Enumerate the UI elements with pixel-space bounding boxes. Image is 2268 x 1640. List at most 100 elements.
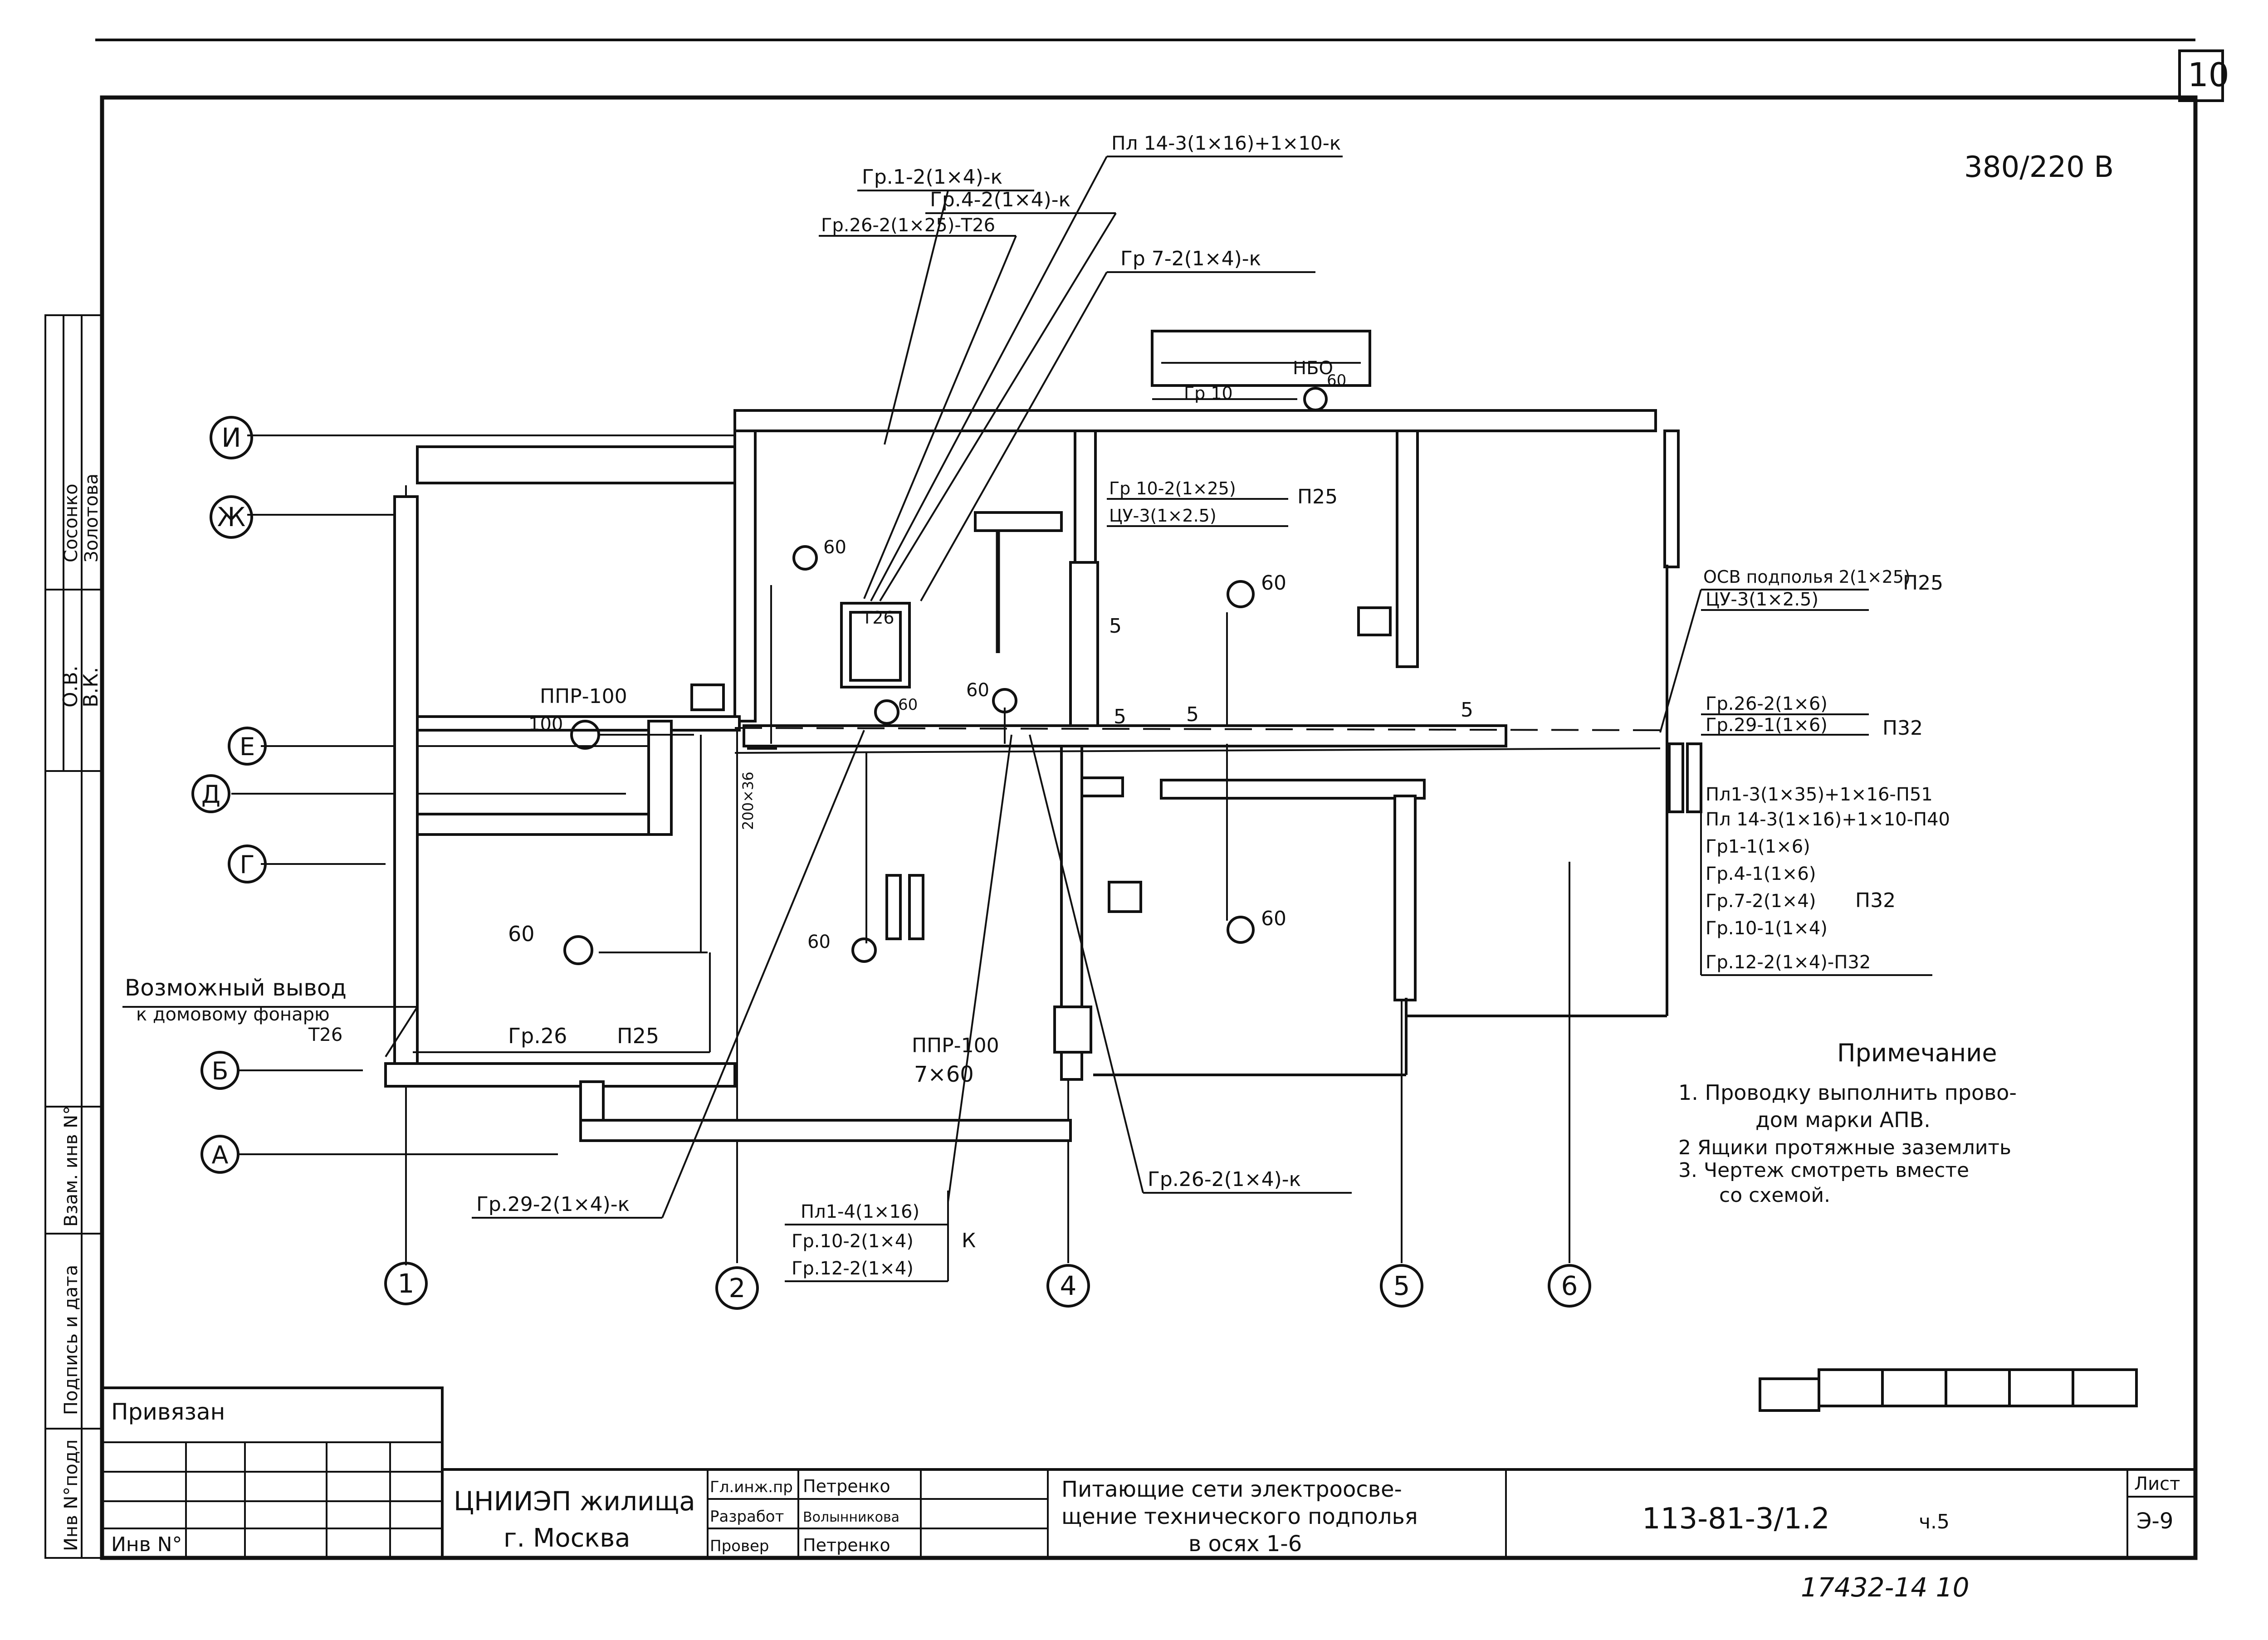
- label-gr12-2: Гр.12-2(1×4)-П32: [1706, 952, 1871, 973]
- axis-row-i: И: [221, 422, 241, 453]
- label-100: 100: [528, 714, 563, 735]
- label-5-b: 5: [1114, 705, 1126, 728]
- label-gr1-2: Гр.1-2(1×4)-к: [862, 166, 1002, 189]
- label-ppr100-b: ППР-100: [912, 1034, 999, 1057]
- axis-col-2: 2: [729, 1273, 746, 1303]
- sheet-number: 10: [2188, 56, 2229, 94]
- label-60-c: 60: [898, 696, 918, 714]
- stamp-label-sign: Подпись и дата: [61, 1265, 82, 1415]
- note-1a: 1. Проводку выполнить прово-: [1678, 1080, 2017, 1105]
- axis-row-b: Б: [211, 1057, 228, 1085]
- tb-org-line1: ЦНИИЭП жилища: [454, 1486, 695, 1517]
- tb-list-value: Э-9: [2136, 1508, 2173, 1534]
- tb-org-line2: г. Москва: [503, 1523, 631, 1553]
- tb-title-line3: в осях 1-6: [1188, 1531, 1302, 1557]
- axis-bubbles: [191, 416, 1591, 1310]
- label-gr29-2: Гр.29-2(1×4)-к: [476, 1193, 630, 1216]
- label-nbo: НБО: [1293, 358, 1333, 379]
- tb-list-label: Лист: [2134, 1474, 2180, 1494]
- label-t26-b: Т26: [308, 1025, 342, 1045]
- stamp-name-2: В.К.: [79, 667, 103, 708]
- notes-title: Примечание: [1837, 1039, 1997, 1067]
- stamp-label-inv: Инв N°подл: [61, 1440, 82, 1551]
- stamp-name-1: О.В.: [59, 665, 82, 708]
- label-pl1-3: Пл1-3(1×35)+1×16-П51: [1706, 784, 1933, 805]
- label-60-f: 60: [1261, 571, 1286, 595]
- label-gr29-1: Гр.29-1(1×6): [1706, 715, 1828, 736]
- label-gr4-2: Гр.4-2(1×4)-к: [930, 188, 1070, 211]
- label-60-a: 60: [508, 922, 535, 946]
- tb-privyazan: Привязан: [111, 1399, 225, 1425]
- label-gr10-2: Гр 10-2(1×25): [1109, 478, 1236, 498]
- label-gr10-1: Гр.10-1(1×4): [1706, 918, 1828, 939]
- label-fonar: к домовому фонарю: [136, 1004, 330, 1025]
- axis-row-a: А: [212, 1141, 229, 1169]
- axis-row-zh: Ж: [217, 502, 245, 532]
- axis-row-g: Г: [240, 850, 255, 879]
- label-60-b: 60: [823, 537, 846, 558]
- voltage-label: 380/220 В: [1964, 151, 2114, 184]
- label-p32-a: П32: [1882, 717, 1923, 740]
- label-ppr100: ППР-100: [540, 685, 627, 708]
- label-gr26: Гр.26: [508, 1024, 567, 1048]
- tb-person-3: Петренко: [803, 1535, 890, 1555]
- lamp-symbols: [563, 387, 1328, 965]
- label-60-g: 60: [1261, 907, 1286, 930]
- label-k: К: [962, 1229, 976, 1252]
- tb-role-2: Разработ: [710, 1508, 784, 1526]
- label-cu3-b: ЦУ-3(1×2.5): [1706, 589, 1818, 610]
- tb-role-1: Гл.инж.пр: [710, 1478, 793, 1496]
- side-stamp: [44, 314, 103, 1559]
- label-200x36: 200×36: [739, 771, 757, 830]
- label-5-d: 5: [1461, 698, 1473, 722]
- label-pl14-3-b: Пл 14-3(1×16)+1×10-П40: [1706, 809, 1950, 830]
- label-gr7-2: Гр 7-2(1×4)-к: [1120, 247, 1261, 270]
- label-5-a: 5: [1109, 615, 1122, 638]
- label-cu3: ЦУ-3(1×2.5): [1109, 506, 1217, 526]
- label-vyvod: Возможный вывод: [125, 975, 347, 1001]
- title-block: [101, 1386, 2195, 1559]
- axis-col-5: 5: [1393, 1270, 1410, 1301]
- axis-col-6: 6: [1561, 1270, 1578, 1301]
- label-gr12-2-b: Гр.12-2(1×4): [792, 1258, 914, 1279]
- label-pl1-4: Пл1-4(1×16): [801, 1201, 919, 1222]
- tb-title-line2: щение технического подполья: [1061, 1504, 1418, 1529]
- label-gr26-2-t26: Гр.26-2(1×25)-Т26: [821, 215, 995, 236]
- legend-hatch: [1759, 1368, 2138, 1412]
- scan-number: 17432-14 10: [1801, 1572, 1969, 1603]
- label-gr10: Гр 10: [1184, 383, 1233, 403]
- label-gr10-2-b: Гр.10-2(1×4): [792, 1231, 914, 1252]
- tb-role-3: Провер: [710, 1537, 769, 1555]
- label-gr26-2-k: Гр.26-2(1×4)-к: [1148, 1168, 1301, 1191]
- leader-lines: [122, 156, 1932, 1282]
- label-osv: ОСВ подполья 2(1×25): [1703, 567, 1911, 587]
- note-3: 3. Чертеж смотреть вместе: [1678, 1159, 1969, 1182]
- label-60-e: 60: [807, 932, 831, 952]
- tb-inv: Инв N°: [111, 1533, 182, 1556]
- cable-runs: [413, 585, 1661, 1053]
- tb-title-line1: Питающие сети электроосве-: [1061, 1477, 1402, 1502]
- label-gr4-1: Гр.4-1(1×6): [1706, 864, 1816, 884]
- axis-col-4: 4: [1060, 1270, 1077, 1301]
- tb-person-1: Петренко: [803, 1476, 890, 1496]
- stamp-name-3: Сосонко: [61, 483, 82, 562]
- axis-row-e: Е: [240, 732, 255, 761]
- label-nbo-60: 60: [1327, 371, 1346, 390]
- tb-person-2: Волынникова: [803, 1509, 899, 1525]
- label-7x60: 7×60: [914, 1062, 974, 1087]
- label-p25-b: П25: [1903, 571, 1943, 595]
- label-pl14-3: Пл 14-3(1×16)+1×10-к: [1111, 132, 1341, 154]
- label-60-d: 60: [966, 680, 989, 701]
- axis-col-1: 1: [398, 1268, 415, 1299]
- label-gr26-2-b: Гр.26-2(1×6): [1706, 693, 1828, 714]
- tb-part: ч.5: [1919, 1510, 1950, 1533]
- note-3b: со схемой.: [1719, 1184, 1830, 1207]
- label-p25-a: П25: [1297, 485, 1338, 508]
- label-gr1-1: Гр1-1(1×6): [1706, 836, 1810, 857]
- stamp-label-vzam: Взам. инв N°: [61, 1106, 82, 1227]
- label-gr7-2-b: Гр.7-2(1×4): [1706, 891, 1816, 912]
- building-walls: [384, 330, 1702, 1142]
- note-2: 2 Ящики протяжные заземлить: [1678, 1136, 2011, 1159]
- label-p32-b: П32: [1855, 889, 1896, 912]
